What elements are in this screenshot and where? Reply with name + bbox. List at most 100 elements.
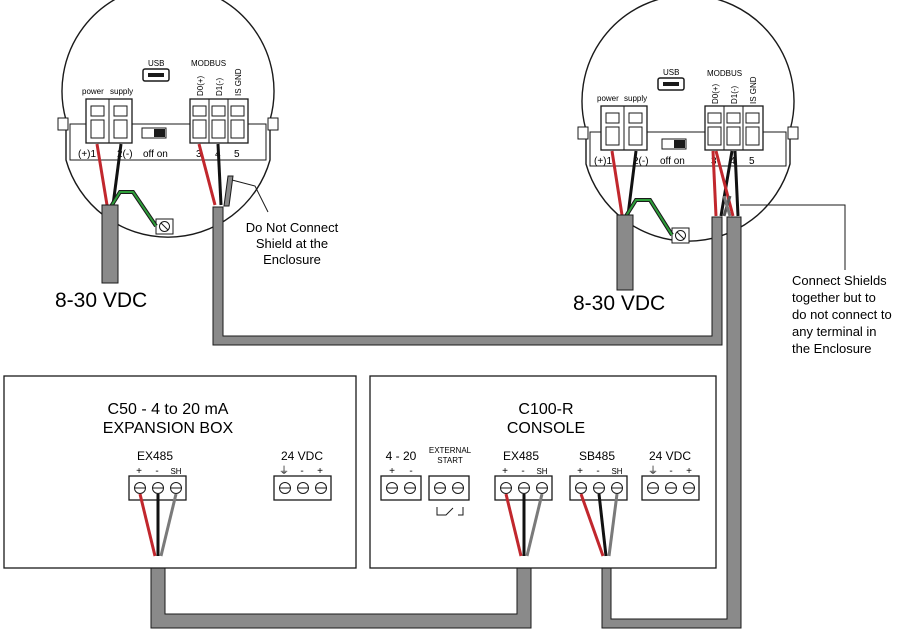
expansion-wire-gray [159,493,178,557]
right-supply-label: supply [624,94,647,103]
expansion-24vdc-label: 24 VDC [281,449,323,463]
expansion-ex485-sh: SH [170,467,181,476]
expansion-ex485-label: EX485 [137,449,173,463]
console-sb485-plus: + [577,466,583,477]
console-analog-label: 4 - 20 [386,449,417,463]
expansion-box-enclosure [3,375,357,569]
right-usb-label: USB [663,68,679,77]
left-modbus-connector [189,98,249,144]
left-note-leader [231,179,269,213]
console-external-label-2: START [437,456,463,465]
right-note-leader [740,204,846,270]
right-modbus-connector [704,105,764,151]
right-usb-port-inner [663,82,679,86]
expansion-24vdc-ground: ⏚ [279,465,289,477]
console: C100-R CONSOLE 4 - 20 + - EXTERNAL START… [369,375,717,569]
right-modbus-label: MODBUS [707,69,742,78]
right-switch-label: off on [660,156,685,167]
expansion-ex485-plus: + [136,466,142,477]
right-power-wire-black [626,150,638,216]
console-sb485-minus: - [596,466,599,477]
right-mount-tab-left [577,126,589,140]
left-pin-d0-label: D0(+) [196,75,205,96]
left-pin-d1-label: D1(-) [215,77,224,96]
left-modbus-wire-black [216,143,223,206]
left-transmitter: USB MODBUS D0(+) D1(-) IS GND power supp… [57,0,279,284]
console-sb485-wire-red [579,493,605,557]
expansion-24vdc-minus: - [300,466,303,477]
right-power-cable [616,214,634,291]
right-power-wire-red [610,150,624,216]
left-termination-switch[interactable] [141,127,167,139]
connect-shields-line-1: Connect Shields [792,273,887,288]
connect-shields-line-4: any terminal in [792,324,877,339]
console-external-label-1: EXTERNAL [429,446,472,455]
left-power-connector [85,98,133,144]
right-modbus-wire-red-a [711,150,718,217]
console-24vdc-minus: - [669,466,672,477]
connect-shields-line-3: do not connect to [792,307,892,322]
console-ex485-plus: + [502,466,508,477]
console-title-1: C100-R [518,401,573,418]
left-term-1: (+)1 [78,149,97,160]
connect-shields-line-5: the Enclosure [792,341,872,356]
left-modbus-label: MODBUS [191,59,226,68]
console-ex485-minus: - [521,466,524,477]
right-power-connector [600,105,648,151]
console-analog-plus: + [389,466,395,477]
modbus-cable-left-to-right [212,206,723,346]
console-external-start-terminal-block [428,475,470,501]
left-mount-tab-left [57,117,69,131]
right-mount-tab-right [787,126,799,140]
right-power-label: power [597,94,619,103]
console-24vdc-ground: ⏚ [648,465,658,477]
right-modbus-wire-red-b [714,150,735,217]
left-modbus-wire-red [197,143,217,206]
expansion-24vdc-terminal-block [273,475,332,501]
console-24vdc-plus: + [686,466,692,477]
expansion-box: C50 - 4 to 20 mA EXPANSION BOX EX485 + -… [3,375,357,569]
left-power-cable [101,204,119,284]
right-pin-d0-label: D0(+) [711,83,720,104]
right-term-2: 2(-) [633,156,649,167]
left-usb-label: USB [148,59,164,68]
console-enclosure [369,375,717,569]
console-sb485-wire-gray [607,493,619,557]
do-not-connect-line-3: Enclosure [263,252,321,267]
right-term-1: (+)1 [594,156,613,167]
do-not-connect-line-2: Shield at the [256,236,328,251]
console-external-start-switch-icon [436,507,464,516]
right-termination-switch[interactable] [661,138,687,150]
right-modbus-wire-black-a [719,150,734,217]
connect-shields-note: Connect Shields together but to do not c… [792,273,892,356]
left-supply-voltage-label: 8-30 VDC [55,289,147,312]
do-not-connect-note: Do Not Connect Shield at the Enclosure [246,220,339,267]
right-transmitter: USB MODBUS D0(+) D1(-) IS GND power supp… [577,0,799,291]
expansion-box-title-2: EXPANSION BOX [103,420,234,437]
left-mount-tab-right [267,117,279,131]
left-power-wire-black [111,143,123,206]
expansion-wire-red [138,493,157,557]
console-analog-minus: - [409,466,412,477]
left-usb-port-inner [148,73,164,77]
console-ex485-sh: SH [536,467,547,476]
right-modbus-wire-black-b [733,150,740,217]
console-ex485-label: EX485 [503,449,539,463]
expansion-24vdc-plus: + [317,466,323,477]
right-supply-voltage-label: 8-30 VDC [573,292,665,315]
expansion-ex485-minus: - [155,466,158,477]
left-supply-label: supply [110,87,133,96]
do-not-connect-line-1: Do Not Connect [246,220,339,235]
console-title-2: CONSOLE [507,420,585,437]
right-ground-screw-icon [671,227,690,244]
console-ex485-wire-gray [525,493,544,557]
left-term-5: 5 [234,149,240,160]
console-sb485-sh: SH [611,467,622,476]
console-sb485-wire-black [597,493,608,557]
console-24vdc-label: 24 VDC [649,449,691,463]
right-term-4: 4 [730,156,736,167]
left-power-label: power [82,87,104,96]
left-term-2: 2(-) [117,149,133,160]
right-shield-twist-b [722,195,732,217]
